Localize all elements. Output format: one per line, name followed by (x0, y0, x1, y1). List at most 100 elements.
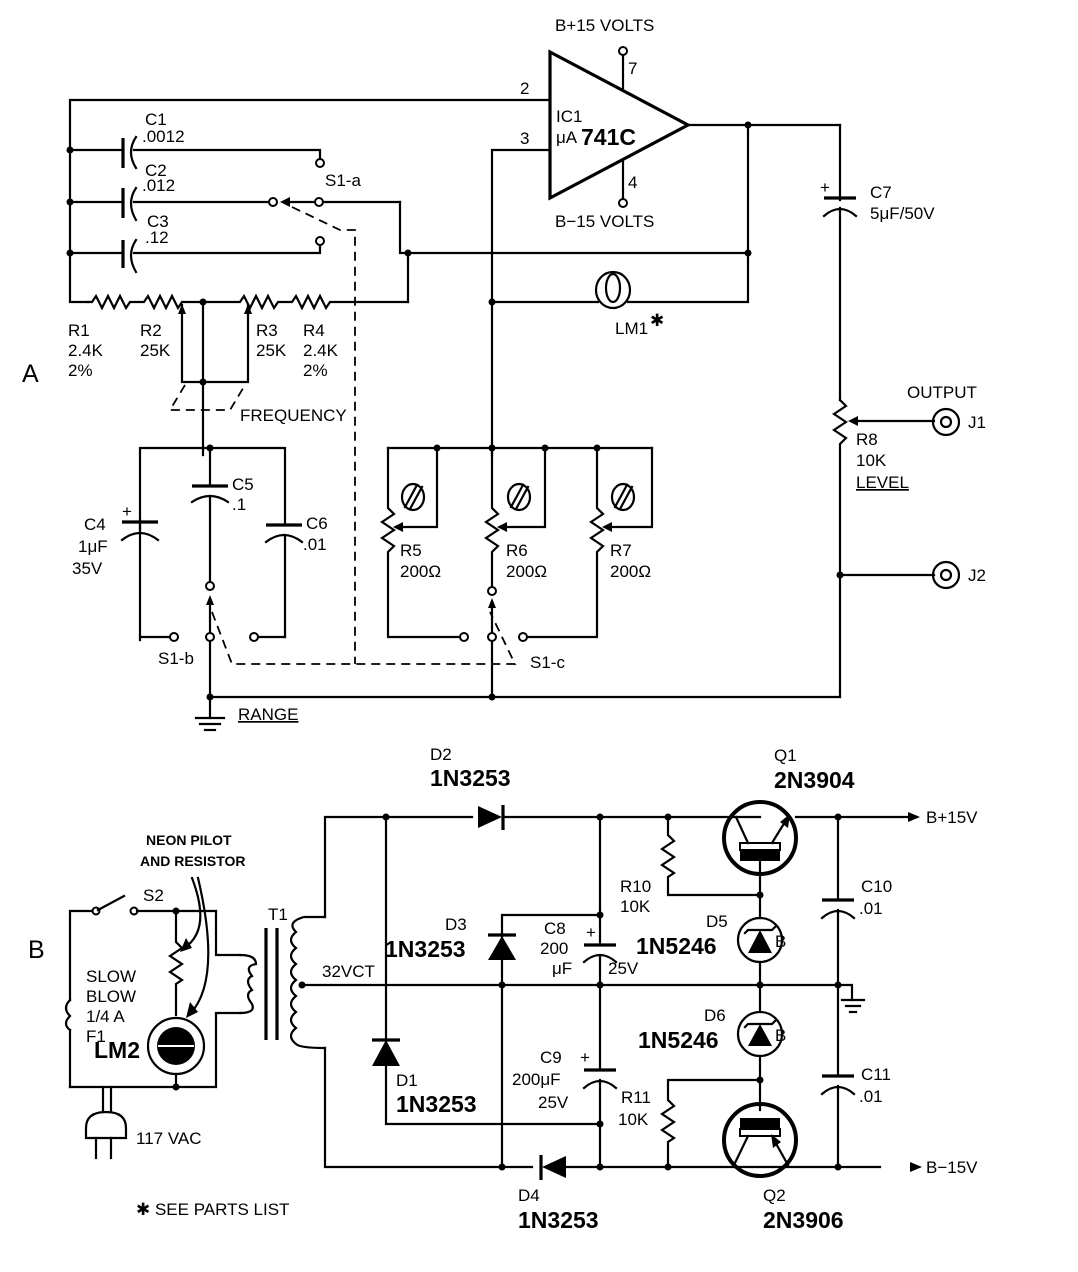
s1c-label: S1-c (530, 653, 565, 672)
d5-badge: B (775, 932, 786, 951)
zener-d5: B D5 1N5246 (636, 893, 786, 987)
r8-ref: R8 (856, 430, 878, 449)
c8-ref: C8 (544, 919, 566, 938)
c11-value: .01 (859, 1087, 883, 1106)
diode-d4: D4 1N3253 (518, 1155, 882, 1233)
supply-plus-label: B+15 VOLTS (555, 16, 654, 35)
diode-d1: D1 1N3253 (372, 815, 602, 1126)
out-minus-arrow (910, 1162, 922, 1172)
r8-value: 10K (856, 451, 887, 470)
potentiometer-r8: R8 10K LEVEL (832, 398, 936, 699)
ac-plug[interactable]: 117 VAC (84, 1085, 202, 1160)
lm1-ref: LM1 (615, 319, 648, 338)
transformer-t1: T1 32VCT (238, 905, 375, 1050)
lamp-lm1: LM1 ✱ (594, 270, 664, 338)
d6-part: 1N5246 (638, 1027, 719, 1053)
s1a-label: S1-a (325, 171, 361, 190)
r1-tolerance: 2% (68, 361, 93, 380)
r1-ref: R1 (68, 321, 90, 340)
r2-ref: R2 (140, 321, 162, 340)
diode-d3: D3 1N3253 (385, 913, 602, 1169)
c4-value: 1μF (78, 537, 108, 556)
d5-part: 1N5246 (636, 933, 717, 959)
c9-plus: + (580, 1048, 590, 1067)
c10-ref: C10 (861, 877, 892, 896)
ic1-part-prefix: μA (556, 128, 578, 147)
c3-value: .12 (145, 228, 169, 247)
neon-note-line1: NEON PILOT (146, 832, 232, 848)
d1-ref: D1 (396, 1071, 418, 1090)
c8-value: 200 (540, 939, 568, 958)
d1-part: 1N3253 (396, 1091, 477, 1117)
transistor-q1: Q1 2N3904 (722, 746, 855, 897)
c5-value: .1 (232, 495, 246, 514)
r3-value: 25K (256, 341, 287, 360)
fuse-line3: 1/4 A (86, 1007, 125, 1026)
section-a-label: A (22, 360, 39, 388)
resistor-chain-r1-r4: R1 2.4K 2% R2 25K R3 25K R4 2.4K 2% FREQ… (68, 293, 410, 457)
vplus-terminal (618, 46, 628, 56)
level-control-label: LEVEL (856, 473, 909, 492)
ground-symbol-b[interactable] (836, 983, 866, 1014)
c1-value: .0012 (142, 127, 185, 146)
j2-ref: J2 (968, 566, 986, 585)
c1-ref: C1 (145, 110, 167, 129)
output-bminus-label: B−15V (926, 1158, 978, 1177)
c6-value: .01 (303, 535, 327, 554)
opamp-ic1: IC1 μA 741C 2 3 7 4 B+15 VOLTS B−15 VOLT… (520, 16, 692, 231)
r6-value: 200Ω (506, 562, 547, 581)
capacitor-c1: C1 .0012 (68, 110, 325, 170)
range-control-label: RANGE (238, 705, 298, 724)
q1-ref: Q1 (774, 746, 797, 765)
ic1-pin-2: 2 (520, 79, 529, 98)
d5-ref: D5 (706, 912, 728, 931)
j1-ref: J1 (968, 413, 986, 432)
d2-part: 1N3253 (430, 765, 511, 791)
ground-symbol-a[interactable] (194, 695, 226, 732)
lm1-asterisk: ✱ (650, 311, 664, 330)
r11-value: 10K (618, 1110, 649, 1129)
c3-ref: C3 (147, 212, 169, 231)
opamp-triangle-symbol (548, 49, 692, 201)
t1-secondary-label: 32VCT (322, 962, 375, 981)
r11-ref: R11 (621, 1088, 651, 1107)
r3-ref: R3 (256, 321, 278, 340)
vminus-terminal (618, 198, 628, 208)
d2-ref: D2 (430, 745, 452, 764)
d6-badge: B (775, 1026, 786, 1045)
r7-value: 200Ω (610, 562, 651, 581)
c4-plus: + (122, 502, 132, 521)
q1-part: 2N3904 (774, 767, 855, 793)
capacitor-c2: C2 .012 (68, 161, 270, 222)
capacitor-c10: C10 .01 (820, 815, 892, 987)
ic1-pin-3: 3 (520, 129, 529, 148)
d6-ref: D6 (704, 1006, 726, 1025)
r4-ref: R4 (303, 321, 325, 340)
trimmer-r6[interactable]: R6 200Ω (484, 446, 547, 590)
r5-value: 200Ω (400, 562, 441, 581)
switch-s1c: S1-c (487, 586, 565, 699)
jack-j1[interactable]: J1 (931, 407, 986, 437)
c4-ref: C4 (84, 515, 106, 534)
t1-ref: T1 (268, 905, 288, 924)
c9-ref: C9 (540, 1048, 562, 1067)
d4-part: 1N3253 (518, 1207, 599, 1233)
c11-ref: C11 (861, 1065, 891, 1084)
neon-lamp-lm2: LM2 (94, 1016, 206, 1089)
fuse-line2: BLOW (86, 987, 136, 1006)
c7-plus: + (820, 178, 830, 197)
trimmer-r5[interactable]: R5 200Ω (380, 446, 469, 642)
jack-j2[interactable]: J2 (931, 560, 986, 590)
c5-ref: C5 (232, 475, 254, 494)
capacitor-c11: C11 .01 (820, 983, 891, 1169)
c10-value: .01 (859, 899, 883, 918)
trimmer-r7[interactable]: R7 200Ω (518, 446, 654, 642)
c8-unit: μF (552, 959, 572, 978)
out-plus-arrow (908, 812, 920, 822)
d3-ref: D3 (445, 915, 467, 934)
supply-minus-label: B−15 VOLTS (555, 212, 654, 231)
neon-resistor (168, 909, 184, 1017)
c4-voltage: 35V (72, 559, 103, 578)
c7-ref: C7 (870, 183, 892, 202)
r10-value: 10K (620, 897, 651, 916)
